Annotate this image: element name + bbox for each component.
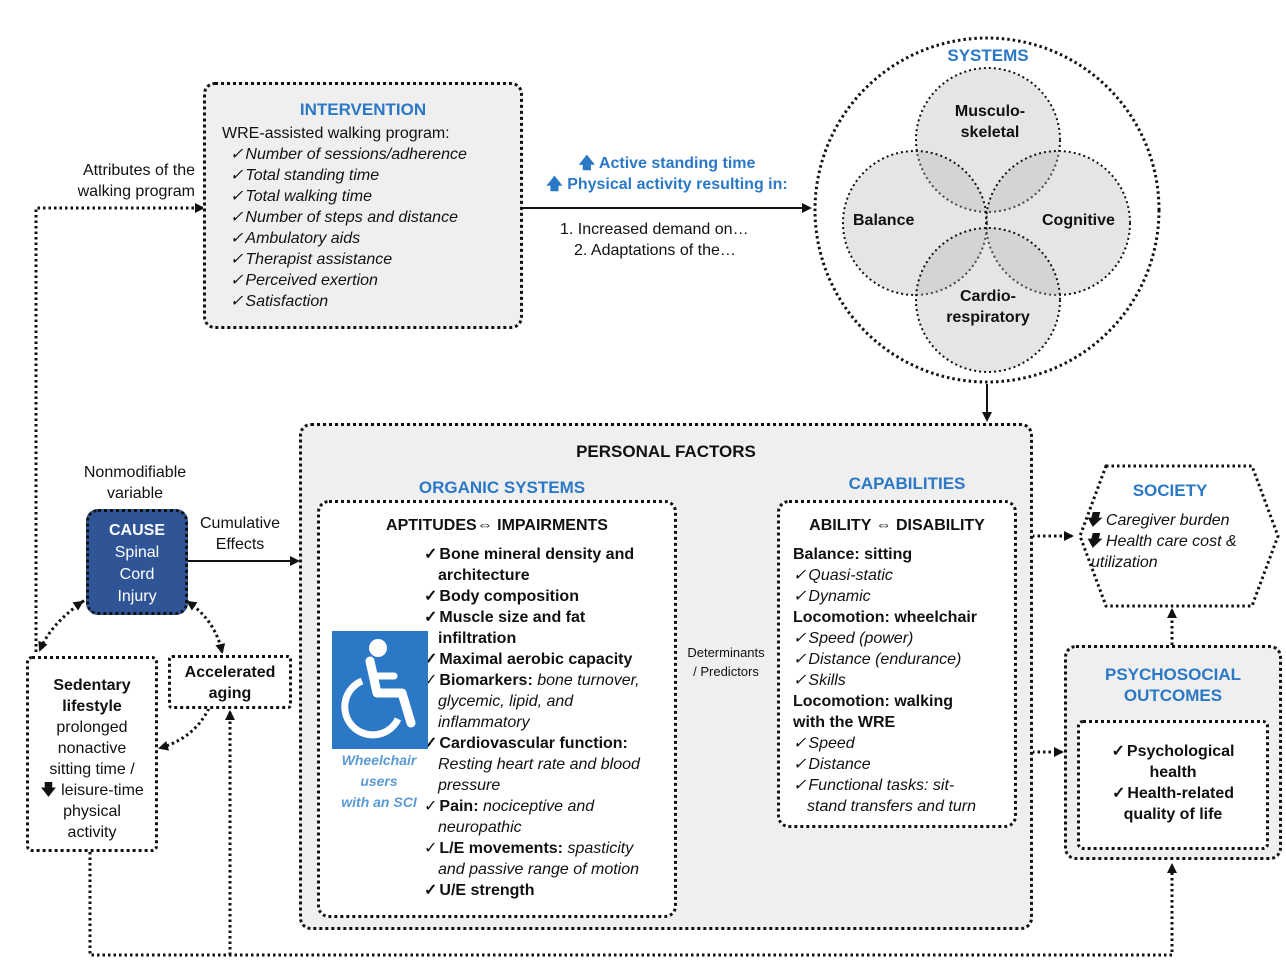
cause-aging-curve bbox=[187, 600, 226, 654]
musculo-label: Musculo-skeletal bbox=[954, 103, 1026, 141]
society-list: 🡇 Caregiver burden 🡇 Health care cost & … bbox=[1085, 512, 1237, 571]
physical-activity-label: 🡅 Physical activity resulting in: bbox=[546, 176, 788, 193]
up-arrow-icon: 🡅 bbox=[578, 155, 599, 172]
list-item: L/E movements: spasticity bbox=[424, 838, 674, 859]
list-item: Health-related bbox=[1080, 783, 1266, 804]
list-item: Number of sessions/adherence bbox=[230, 144, 466, 165]
intervention-list: Number of sessions/adherence Total stand… bbox=[230, 144, 467, 312]
cardio-circle bbox=[915, 227, 1061, 373]
intervention-box: INTERVENTION WRE-assisted walking progra… bbox=[203, 82, 523, 329]
list-item: Perceived exertion bbox=[230, 270, 467, 291]
organic-systems-title: ORGANIC SYSTEMS bbox=[418, 478, 586, 497]
list-item: 🡇 Health care cost & bbox=[1085, 533, 1237, 550]
cause-box: CAUSE Spinal Cord Injury bbox=[86, 509, 188, 615]
determinants-label: Determinants/ Predictors bbox=[687, 645, 765, 679]
systems-outer-circle bbox=[813, 36, 1161, 384]
society-title: SOCIETY bbox=[1132, 481, 1208, 500]
musculo-circle bbox=[915, 67, 1061, 213]
personal-factors-title: PERSONAL FACTORS bbox=[576, 442, 756, 461]
wheelchair-icon bbox=[332, 631, 428, 749]
aptitudes-header: APTITUDES⇔ IMPAIRMENTS bbox=[386, 517, 608, 534]
aptitudes-list: Bone mineral density and architecture Bo… bbox=[424, 544, 674, 901]
aging-sedentary-curve bbox=[158, 687, 218, 751]
cause-sedentary-curve bbox=[38, 600, 83, 652]
ability-list: Balance: sitting Quasi-static Dynamic Lo… bbox=[793, 544, 1013, 817]
list-item: Speed bbox=[793, 733, 1013, 754]
society-hexagon bbox=[1078, 464, 1280, 608]
list-item: Maximal aerobic capacity bbox=[424, 649, 674, 670]
list-item: Muscle size and fat bbox=[424, 607, 674, 628]
systems-venn bbox=[813, 36, 1161, 384]
list-item: Distance bbox=[793, 754, 1013, 775]
capabilities-title: CAPABILITIES bbox=[848, 474, 966, 493]
organic-box: APTITUDES⇔ IMPAIRMENTS Bone mineral dens… bbox=[317, 500, 677, 918]
cause-text: CAUSE Spinal Cord Injury bbox=[108, 522, 165, 605]
activity-labels: 🡅 Active standing time 🡅 Physical activi… bbox=[522, 153, 812, 195]
attributes-label: Attributes of the walking program bbox=[77, 162, 195, 200]
list-item: Bone mineral density and bbox=[424, 544, 674, 565]
intervention-subtitle: WRE-assisted walking program: bbox=[222, 125, 450, 142]
capabilities-box: ABILITY ⇔ DISABILITY Balance: sitting Qu… bbox=[777, 500, 1017, 828]
list-item: 🡇 Caregiver burden bbox=[1085, 512, 1230, 529]
wheelchair-caption: Wheelchair users with an SCI bbox=[341, 752, 417, 810]
ability-header: ABILITY ⇔ DISABILITY bbox=[809, 517, 985, 534]
balance-label: Balance bbox=[853, 212, 915, 229]
list-item: Number of steps and distance bbox=[230, 207, 467, 228]
cognitive-label: Cognitive bbox=[1042, 212, 1115, 229]
list-item: Cardiovascular function: bbox=[424, 733, 674, 754]
list-item: Distance (endurance) bbox=[793, 649, 1013, 670]
bottom-loop-line bbox=[88, 852, 1177, 957]
psychosocial-inner: Psychological health Health-related qual… bbox=[1077, 720, 1269, 850]
list-item: Total standing time bbox=[230, 165, 467, 186]
sedentary-text: Sedentary lifestyle prolonged nonactive … bbox=[40, 677, 144, 841]
psychosocial-list: Psychological health Health-related qual… bbox=[1080, 741, 1266, 825]
list-item: Body composition bbox=[424, 586, 674, 607]
systems-title: SYSTEMS bbox=[947, 46, 1029, 65]
list-item: Satisfaction bbox=[230, 291, 467, 312]
list-item: Therapist assistance bbox=[230, 249, 467, 270]
down-arrow-icon: 🡇 bbox=[1085, 512, 1106, 529]
up-arrow-icon: 🡅 bbox=[546, 176, 568, 193]
list-item: Functional tasks: sit- bbox=[793, 775, 1013, 796]
down-arrow-icon: 🡇 bbox=[1085, 533, 1106, 550]
cognitive-circle bbox=[985, 150, 1131, 296]
list-item: Dynamic bbox=[793, 586, 1013, 607]
list-item: U/E strength bbox=[424, 880, 674, 901]
cardio-label: Cardio-respiratory bbox=[946, 288, 1030, 326]
active-standing-label: 🡅 Active standing time bbox=[578, 155, 756, 172]
down-arrow-icon: 🡇 bbox=[40, 782, 62, 799]
list-item: Quasi-static bbox=[793, 565, 1013, 586]
list-item: Ambulatory aids bbox=[230, 228, 467, 249]
list-item: Biomarkers: bone turnover, bbox=[424, 670, 674, 691]
list-item: Speed (power) bbox=[793, 628, 1013, 649]
list-item: Total walking time bbox=[230, 186, 467, 207]
list-item: Skills bbox=[793, 670, 1013, 691]
list-item: Psychological bbox=[1080, 741, 1266, 762]
list-item: Pain: nociceptive and bbox=[424, 796, 674, 817]
activity-items: 1. Increased demand on… 2. Adaptations o… bbox=[560, 221, 749, 259]
intervention-title: INTERVENTION bbox=[299, 100, 427, 119]
sedentary-box: Sedentary lifestyle prolonged nonactive … bbox=[26, 656, 158, 852]
